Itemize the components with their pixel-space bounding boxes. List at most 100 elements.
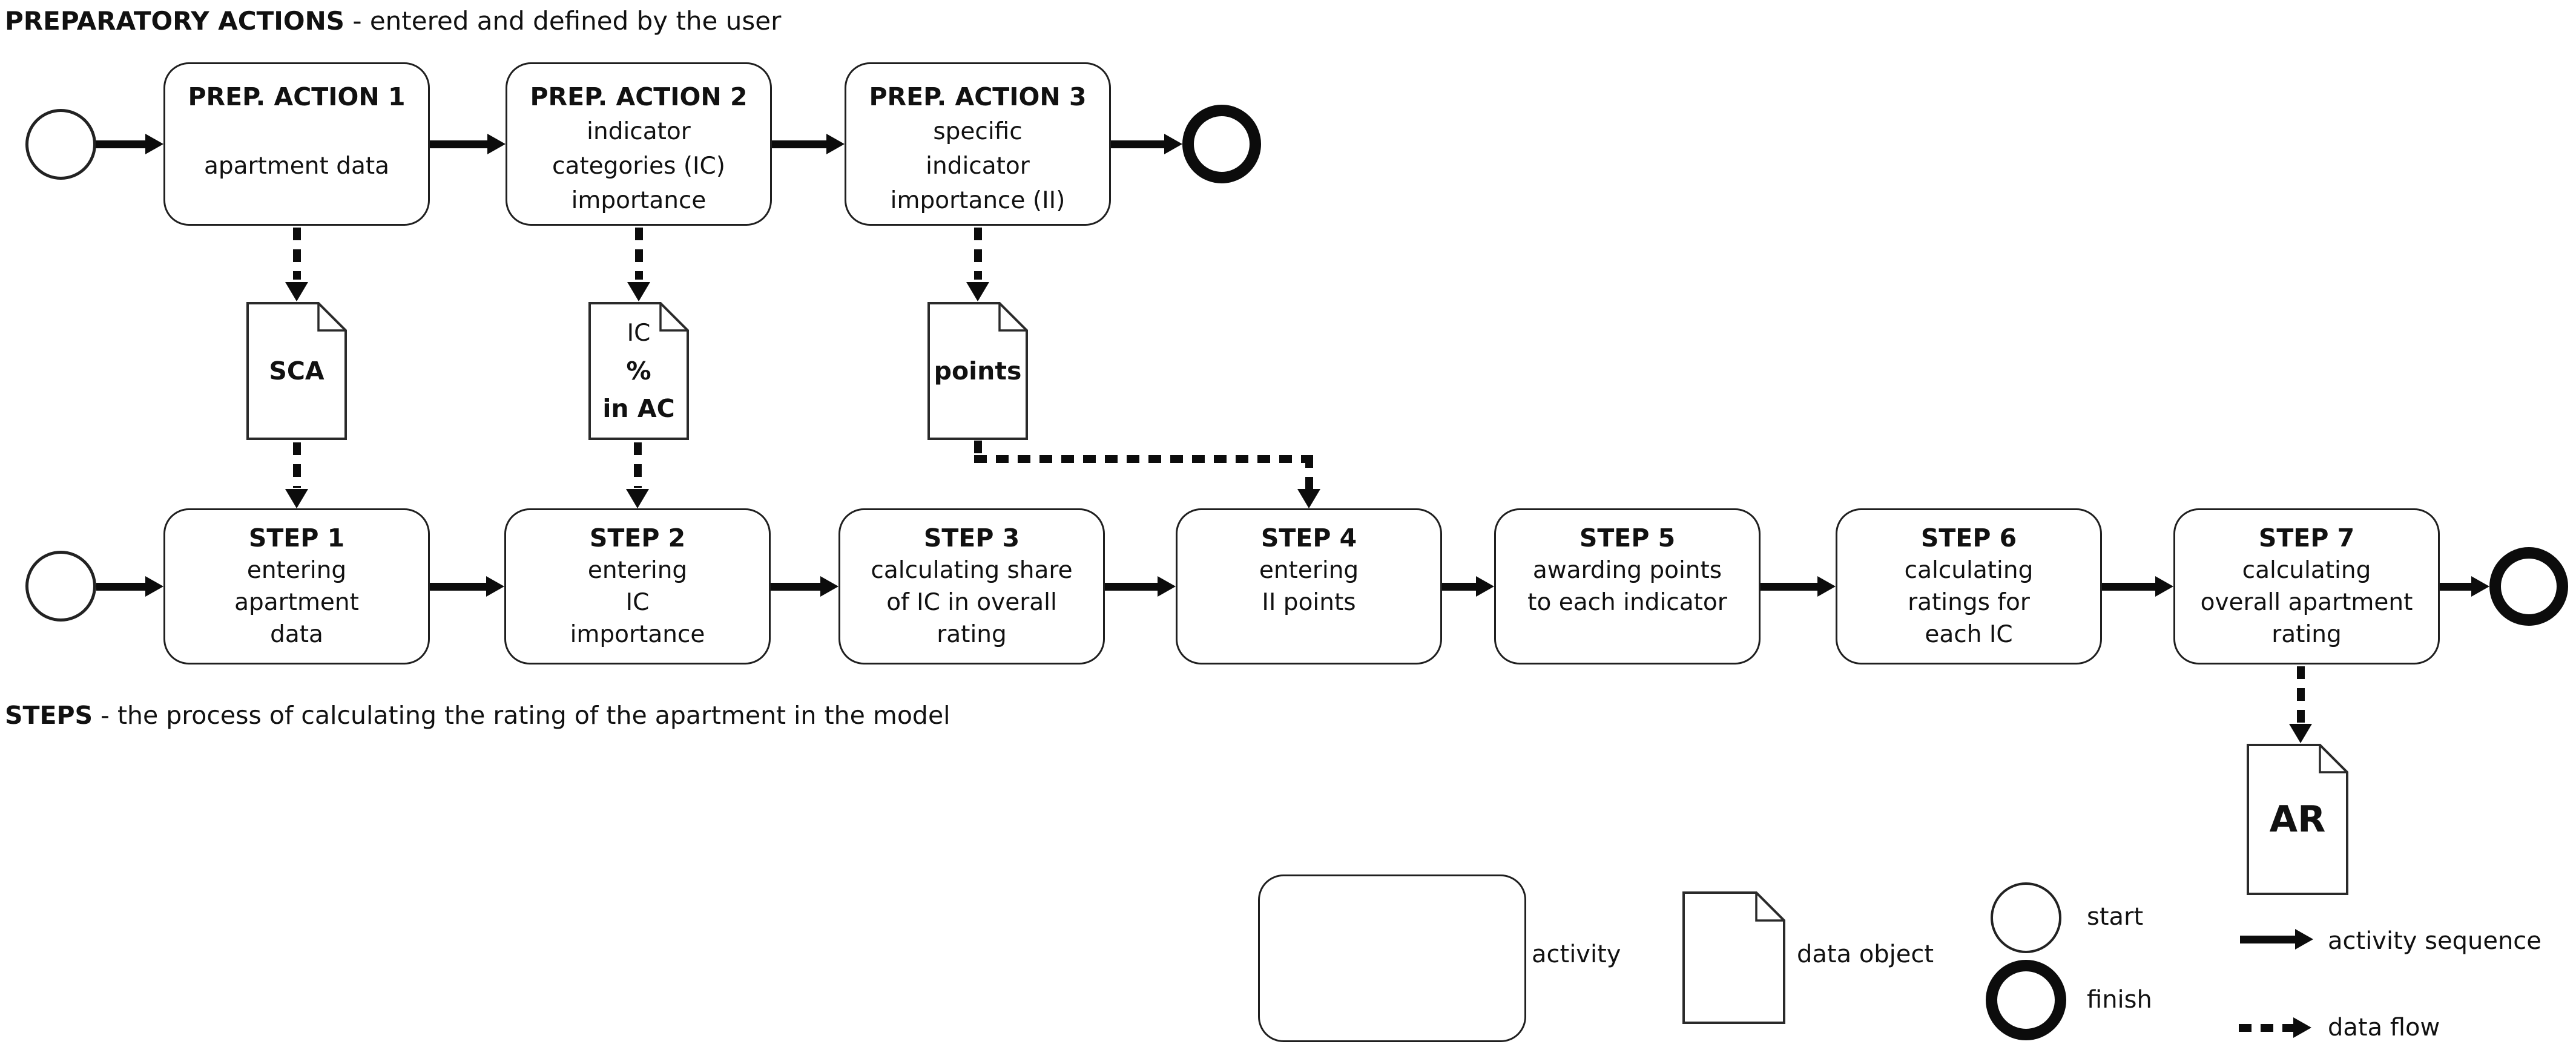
steps-caption-bold: STEPS — [5, 701, 93, 730]
box-title: PREP. ACTION 1 — [188, 82, 406, 111]
box-line: indicator — [926, 153, 1030, 180]
box-line: overall apartment — [2200, 589, 2413, 616]
step-7-box: STEP 7 calculating overall apartment rat… — [2173, 508, 2440, 664]
box-line: indicator — [587, 118, 691, 145]
data-flow-arrowhead-icon — [966, 282, 989, 301]
box-title: STEP 2 — [589, 523, 686, 553]
data-flow-line-icon — [634, 442, 642, 488]
sequence-arrowhead-icon — [1158, 576, 1176, 597]
box-line: each IC — [1925, 621, 2013, 648]
sequence-arrowhead-icon — [820, 576, 838, 597]
sequence-arrow-line-icon — [2440, 583, 2475, 591]
legend-data-object-label: data object — [1797, 940, 1934, 968]
legend-start-label: start — [2087, 903, 2144, 931]
legend-finish-icon — [1986, 960, 2066, 1040]
data-flow-arrowhead-icon — [627, 282, 650, 301]
box-line: IC — [625, 589, 650, 616]
step-3-box: STEP 3 calculating share of IC in overal… — [838, 508, 1105, 664]
sequence-arrow-line-icon — [1111, 140, 1168, 148]
ic-document-line: IC — [627, 320, 651, 347]
start-event-icon — [25, 551, 96, 622]
box-line: of IC in overall — [886, 589, 1057, 616]
preparatory-actions-caption: PREPARATORY ACTIONS - entered and define… — [5, 6, 781, 36]
box-line: calculating — [1904, 557, 2034, 584]
box-line: apartment data — [203, 153, 390, 180]
sequence-arrow-line-icon — [771, 583, 824, 591]
legend-activity-sequence-arrow-icon — [2240, 936, 2298, 943]
sca-document-label-wrap: SCA — [246, 301, 348, 441]
box-line: calculating — [2242, 557, 2371, 584]
legend-activity-shape-icon — [1258, 874, 1526, 1042]
finish-event-icon — [2489, 547, 2568, 626]
prep-action-1-box: PREP. ACTION 1 apartment data — [163, 62, 430, 226]
box-line: rating — [937, 621, 1007, 648]
sequence-arrow-line-icon — [430, 140, 491, 148]
sequence-arrow-line-icon — [1761, 583, 1821, 591]
data-flow-arrowhead-icon — [285, 282, 308, 301]
step-5-box: STEP 5 awarding points to each indicator — [1494, 508, 1761, 664]
box-line: specific — [933, 118, 1023, 145]
box-line: data — [270, 621, 323, 648]
legend-finish-label: finish — [2087, 986, 2152, 1014]
sequence-arrowhead-icon — [1817, 576, 1836, 597]
sequence-arrow-line-icon — [1442, 583, 1480, 591]
legend-activity-sequence-label: activity sequence — [2328, 927, 2541, 955]
prep-action-3-box: PREP. ACTION 3 specific indicator import… — [845, 62, 1111, 226]
legend-start-icon — [1991, 882, 2061, 953]
box-title: STEP 6 — [1920, 523, 2017, 553]
box-line: apartment — [234, 589, 359, 616]
step-6-box: STEP 6 calculating ratings for each IC — [1836, 508, 2102, 664]
ic-document-line: in AC — [602, 394, 675, 423]
start-event-icon — [25, 109, 96, 180]
sca-document-label: SCA — [269, 356, 324, 386]
sequence-arrowhead-icon — [486, 576, 504, 597]
ic-percent-document-label-wrap: IC % in AC — [588, 301, 690, 441]
sequence-arrow-line-icon — [772, 140, 830, 148]
sequence-arrowhead-icon — [2471, 576, 2489, 597]
box-title: STEP 7 — [2258, 523, 2355, 553]
box-title: STEP 5 — [1579, 523, 1676, 553]
box-line: to each indicator — [1527, 589, 1727, 616]
points-document-label: points — [934, 356, 1022, 386]
step-1-box: STEP 1 entering apartment data — [163, 508, 430, 664]
box-title: STEP 1 — [248, 523, 345, 553]
sequence-arrowhead-icon — [1476, 576, 1494, 597]
points-document-icon — [927, 301, 1029, 443]
legend-data-flow-arrow-icon — [2239, 1024, 2294, 1032]
data-flow-arrowhead-icon — [1297, 489, 1320, 508]
box-line: importance — [570, 621, 705, 648]
sequence-arrow-line-icon — [1105, 583, 1161, 591]
sequence-arrow-line-icon — [2102, 583, 2159, 591]
ar-document-label: AR — [2269, 798, 2326, 841]
data-flow-line-icon — [293, 228, 301, 280]
box-line: importance — [571, 187, 707, 214]
steps-caption: STEPS - the process of calculating the r… — [5, 701, 950, 730]
box-line: calculating share — [871, 557, 1073, 584]
data-flow-line-icon — [974, 455, 1309, 463]
box-line: II points — [1262, 589, 1356, 616]
box-title: PREP. ACTION 2 — [530, 82, 748, 111]
ar-document-icon — [2246, 743, 2349, 898]
box-title: STEP 3 — [923, 523, 1020, 553]
points-document-label-wrap: points — [927, 301, 1029, 441]
steps-caption-rest: - the process of calculating the rating … — [93, 701, 950, 730]
preparatory-actions-caption-rest: - entered and defined by the user — [344, 6, 782, 36]
step-4-box: STEP 4 entering II points — [1176, 508, 1442, 664]
sequence-arrow-line-icon — [96, 583, 149, 591]
box-line: rating — [2271, 621, 2342, 648]
legend-data-flow-arrowhead-icon — [2293, 1017, 2311, 1038]
sequence-arrowhead-icon — [826, 134, 845, 154]
ic-percent-document-icon — [588, 301, 690, 443]
data-flow-line-icon — [293, 442, 301, 488]
sequence-arrowhead-icon — [2155, 576, 2173, 597]
legend-data-flow-label: data flow — [2328, 1014, 2440, 1042]
box-title: STEP 4 — [1260, 523, 1357, 553]
data-flow-line-icon — [2297, 666, 2305, 724]
data-flow-line-icon — [635, 228, 643, 280]
sequence-arrowhead-icon — [1164, 134, 1182, 154]
box-line: entering — [587, 557, 688, 584]
sca-document-icon — [246, 301, 348, 443]
box-title: PREP. ACTION 3 — [869, 82, 1087, 111]
sequence-arrow-line-icon — [96, 140, 149, 148]
ic-document-line: % — [626, 356, 651, 386]
